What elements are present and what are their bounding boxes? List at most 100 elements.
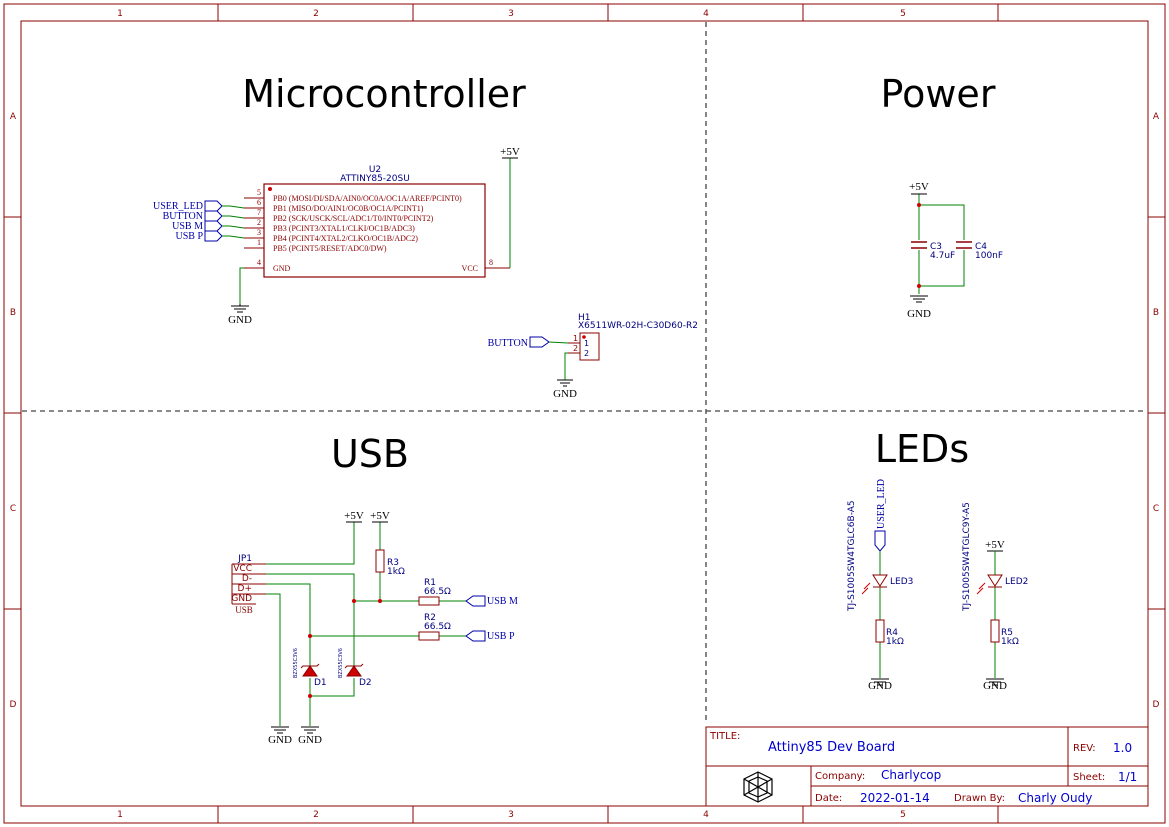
u2-value: ATTINY85-20SU <box>340 174 410 184</box>
gnd-label: GND <box>868 680 892 692</box>
resistor-r5[interactable] <box>990 619 1000 643</box>
gnd-label: GND <box>228 314 252 326</box>
frame-labels: 1 2 3 4 5 1 2 3 4 5 A B C D A B C D <box>10 9 1160 820</box>
led3-value: TJ-S1005SW4TGLC6B-A5 <box>847 500 857 612</box>
h1-pin-number: 1 <box>573 334 578 343</box>
d1-ref: D1 <box>314 678 327 688</box>
u2-pin-name: GND <box>273 264 291 273</box>
plus5v-label: +5V <box>370 510 390 522</box>
led3-circuit <box>861 530 889 686</box>
u2-pin-name: PB1 (MISO/DO/AIN1/OC0B/OC1A/PCINT1) <box>273 204 424 213</box>
resistor-r2[interactable] <box>418 631 440 641</box>
zener-d1[interactable] <box>300 663 320 677</box>
led3[interactable] <box>861 574 888 595</box>
led2[interactable] <box>976 574 1003 595</box>
company-logo <box>743 771 773 803</box>
gnd-label: GND <box>553 388 577 400</box>
h1-pin-number: 2 <box>573 344 578 353</box>
col-label: 4 <box>703 810 709 820</box>
usb-connector-jp1[interactable]: JP1 VCC D- D+ GND USB <box>231 554 266 615</box>
resistor-r1[interactable] <box>418 596 440 606</box>
sheet-label: Sheet: <box>1073 772 1105 783</box>
row-label: A <box>10 112 17 122</box>
c4-ref: C4 <box>975 242 987 252</box>
d1-value: BZX55C3V6 <box>293 648 299 678</box>
u2-pin-name: PB0 (MOSI/DI/SDA/AIN0/OC0A/OC1A/AREF/PCI… <box>273 194 462 203</box>
u2-pin-name: PB5 (PCINT5/RESET/ADC0/DW) <box>273 244 387 253</box>
h1-ref: H1 <box>578 313 591 323</box>
usb-net-flags <box>465 595 486 642</box>
title-label: TITLE: <box>709 731 740 742</box>
net-label-user-led: USER_LED <box>876 479 887 529</box>
section-dividers <box>22 22 1147 720</box>
plus5v-label: +5V <box>909 181 929 193</box>
h1-value: X6511WR-02H-C30D60-R2 <box>578 321 698 331</box>
u2-pin-number: 2 <box>257 218 261 227</box>
u2-gnd-symbol <box>231 304 249 313</box>
net-label-usb-p: USB P <box>175 231 203 242</box>
net-label-usb-m: USB M <box>172 221 203 232</box>
r4-ref: R4 <box>886 628 898 638</box>
jp1-pin: D- <box>242 574 252 584</box>
zener-d2[interactable] <box>344 663 364 677</box>
rev-value: 1.0 <box>1113 741 1132 755</box>
u2-pin-number: 6 <box>257 198 261 207</box>
h1-wiring <box>529 336 573 387</box>
r4-value: 1kΩ <box>886 637 904 647</box>
sheet-frame <box>3 3 1166 824</box>
net-label-usb-p: USB P <box>487 631 515 642</box>
u2-pin-name: VCC <box>462 264 478 273</box>
plus5v-label: +5V <box>985 539 1005 551</box>
u2-power-wiring <box>239 158 511 304</box>
sheet-value: 1/1 <box>1118 770 1137 784</box>
gnd-label: GND <box>298 734 322 746</box>
u2-net-flags: USER_LED BUTTON USB M USB P <box>153 200 245 242</box>
u2-pin-number: 4 <box>257 258 261 267</box>
rev-label: REV: <box>1073 743 1096 754</box>
u2-attiny85[interactable]: U2 ATTINY85-20SU 5 6 7 2 3 1 4 8 PB0 (MO… <box>244 165 510 278</box>
drawn-by-value: Charly Oudy <box>1018 791 1092 805</box>
net-label-user-led: USER_LED <box>153 201 203 212</box>
c4-value: 100nF <box>975 251 1003 261</box>
row-label: C <box>10 504 16 514</box>
u2-pin-name: PB2 (SCK/USCK/SCL/ADC1/T0/INT0/PCINT2) <box>273 214 434 223</box>
d2-ref: D2 <box>359 678 372 688</box>
usb-power-symbols <box>271 521 388 734</box>
usb-wiring <box>266 522 466 726</box>
h1-button-header[interactable]: H1 X6511WR-02H-C30D60-R2 1 2 1 2 <box>568 313 698 361</box>
date-value: 2022-01-14 <box>860 791 930 805</box>
resistor-r3[interactable] <box>375 549 385 573</box>
r1-value: 66.5Ω <box>424 587 451 597</box>
jp1-pin: D+ <box>238 584 252 594</box>
drawn-by-label: Drawn By: <box>954 793 1005 804</box>
u2-pin-number: 7 <box>257 208 261 217</box>
title-block <box>705 726 1149 807</box>
col-label: 3 <box>508 9 514 19</box>
col-label: 4 <box>703 9 709 19</box>
title-value: Attiny85 Dev Board <box>768 740 895 755</box>
r5-value: 1kΩ <box>1001 637 1019 647</box>
section-title-microcontroller: Microcontroller <box>242 72 526 116</box>
col-label: 5 <box>900 9 906 19</box>
plus5v-label: +5V <box>500 146 520 158</box>
r5-ref: R5 <box>1001 628 1013 638</box>
u2-pin-number: 8 <box>489 258 493 267</box>
gnd-label: GND <box>983 680 1007 692</box>
section-title-power: Power <box>881 72 996 116</box>
u2-pin-number: 1 <box>257 238 261 247</box>
jp1-pin: VCC <box>233 564 252 574</box>
col-label: 1 <box>117 810 123 820</box>
row-label: C <box>1153 504 1159 514</box>
row-label: D <box>1153 700 1160 710</box>
resistor-r4[interactable] <box>875 619 885 643</box>
r3-ref: R3 <box>387 558 399 568</box>
row-label: B <box>1153 308 1159 318</box>
h1-pin: 2 <box>584 349 589 358</box>
power-section <box>910 193 972 303</box>
net-label-button: BUTTON <box>163 211 203 222</box>
jp1-value: USB <box>235 605 253 615</box>
led2-circuit <box>976 550 1004 686</box>
u2-pin-number: 5 <box>257 188 261 197</box>
date-label: Date: <box>815 793 842 804</box>
